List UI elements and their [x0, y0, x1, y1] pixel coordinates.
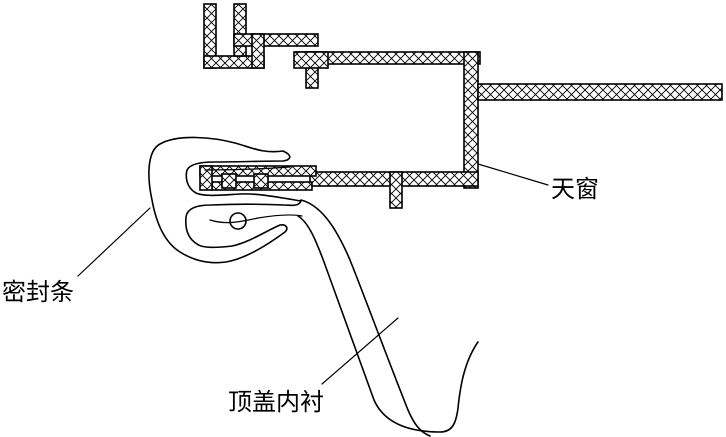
frame-step [251, 33, 265, 69]
headliner [297, 199, 479, 437]
label-seal-strip: 密封条 [2, 278, 74, 306]
frame-lip-knob-1 [221, 173, 237, 189]
seal-strip [148, 136, 303, 264]
frame-stub-cap [293, 51, 329, 69]
seal-inner-lip [209, 214, 303, 224]
frame-right-flange [477, 83, 723, 101]
seal-outer-contour [148, 136, 302, 264]
frame-inner-leg [233, 3, 247, 57]
leader-seal-strip [77, 207, 151, 277]
seal-inner-pocket [204, 166, 291, 171]
frame-lip-knob-2 [253, 173, 269, 189]
frame-box-right [463, 51, 479, 189]
sunroof-frame [199, 3, 723, 209]
frame-lip-end [199, 165, 213, 191]
frame-u-inner-top [233, 33, 319, 47]
headliner-outer [300, 199, 431, 437]
label-headliner: 顶盖内衬 [228, 388, 324, 416]
headliner-inner [297, 215, 479, 433]
seal-bulb [229, 212, 247, 230]
leader-sunroof [477, 163, 549, 186]
label-sunroof: 天窗 [551, 175, 599, 203]
leader-headliner [321, 317, 399, 385]
frame-down-tab [389, 171, 403, 209]
